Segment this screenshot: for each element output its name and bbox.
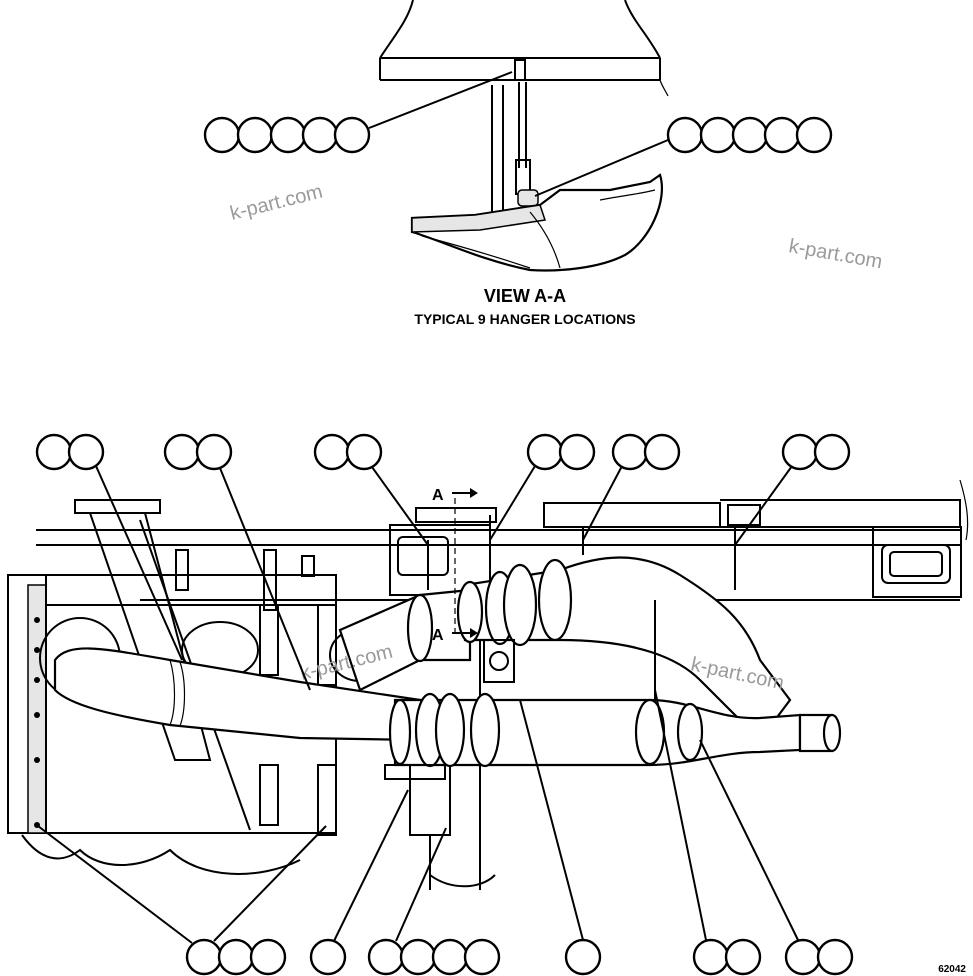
callout-group-top-1 bbox=[35, 433, 183, 661]
callout-group-top-3 bbox=[313, 433, 429, 546]
callout-group-bottom-6 bbox=[699, 739, 854, 976]
section-marker-a-top: A bbox=[432, 487, 478, 504]
callout-group-top-2 bbox=[163, 433, 311, 691]
callout-group-top-5 bbox=[582, 433, 681, 541]
callout-group-bottom-3 bbox=[367, 827, 501, 976]
watermark: k-part.com bbox=[787, 235, 884, 273]
callout-group-top-4 bbox=[489, 433, 596, 541]
callout-group-top-6 bbox=[734, 433, 851, 546]
drawing-code: 62042 bbox=[938, 964, 966, 975]
view-a-a-detail bbox=[203, 0, 833, 272]
svg-text:A: A bbox=[432, 487, 444, 504]
callout-group-bottom-4 bbox=[519, 699, 602, 976]
callout-group-bottom-1 bbox=[37, 825, 327, 976]
svg-text:A: A bbox=[432, 627, 444, 644]
section-marker-a-bottom: A bbox=[432, 498, 478, 644]
callout-group-bottom-2 bbox=[309, 789, 409, 976]
callout-group-bottom-5 bbox=[654, 689, 762, 976]
watermark: k-part.com bbox=[228, 181, 325, 225]
view-title: VIEW A-A bbox=[484, 286, 566, 306]
exhaust-assembly bbox=[7, 479, 969, 890]
callout-group-view-left bbox=[203, 71, 513, 154]
view-subtitle: TYPICAL 9 HANGER LOCATIONS bbox=[414, 311, 635, 327]
callout-group-view-right bbox=[534, 116, 833, 197]
